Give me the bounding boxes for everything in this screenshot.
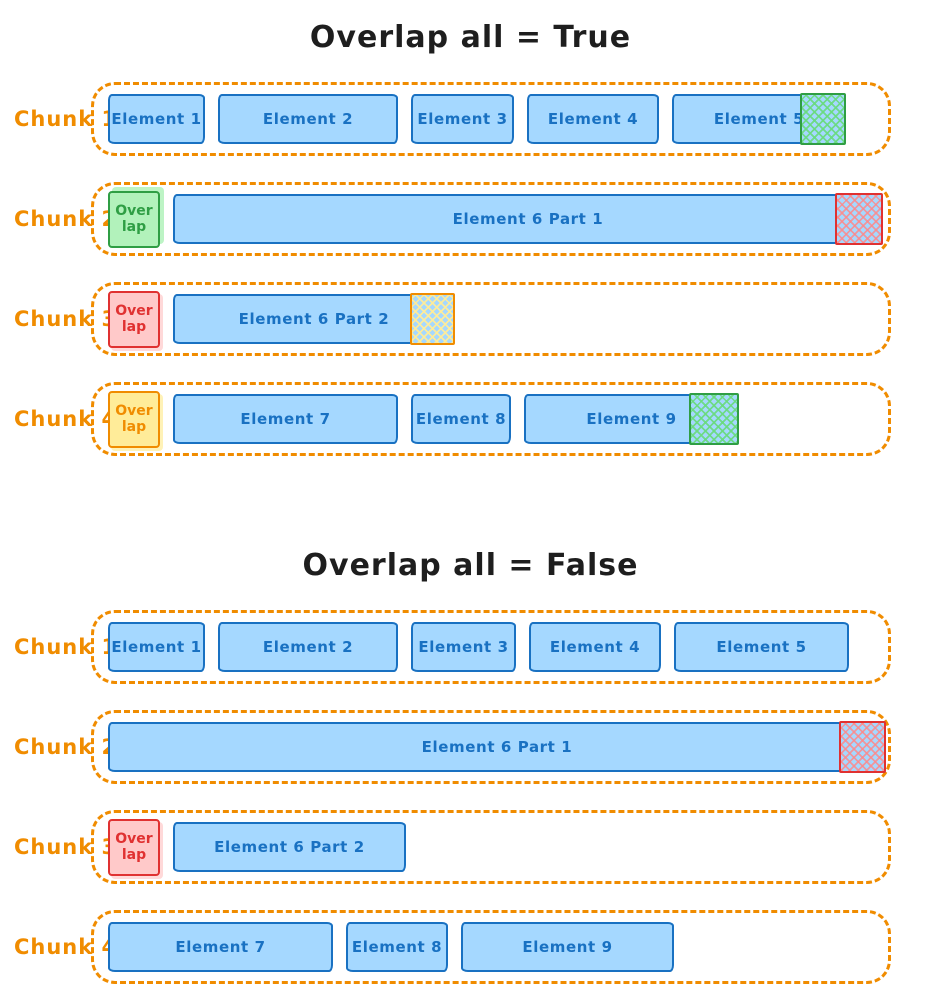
- element-label: Element 3: [417, 110, 508, 128]
- overlap-hatch-green-icon: [689, 393, 739, 445]
- chunk-container: Over lap Element 6 Part 2: [91, 810, 891, 884]
- element-box: Element 8: [346, 922, 448, 972]
- element-box: Element 6 Part 2: [173, 822, 406, 872]
- element-box: Element 9: [524, 393, 739, 445]
- chunk-label: Chunk 3: [14, 307, 118, 331]
- element-box: Element 1: [108, 622, 205, 672]
- chunk-row: Chunk 4 Element 7 Element 8 Element 9: [0, 910, 941, 984]
- element-box: Element 7: [173, 394, 398, 444]
- chunk-label: Chunk 1: [14, 107, 118, 131]
- element-label: Element 6 Part 2: [238, 310, 390, 328]
- element-label: Element 7: [240, 410, 331, 428]
- chunk-container: Over lap Element 6 Part 1: [91, 182, 891, 256]
- element-label: Element 8: [415, 410, 507, 428]
- element-label: Element 7: [175, 938, 266, 956]
- chunk-label: Chunk 2: [14, 207, 118, 231]
- chunk-container: Element 1 Element 2 Element 3 Element 4 Elem…: [91, 82, 891, 156]
- section-title: Overlap all = False: [302, 548, 639, 583]
- chunk-container: Over lap Element 7 Element 8 Element 9: [91, 382, 891, 456]
- element-label: Element 6 Part 1: [421, 738, 573, 756]
- element-box: Element 9: [461, 922, 674, 972]
- element-box: Element 8: [411, 394, 511, 444]
- element-box: Element 1: [108, 94, 205, 144]
- element-box: Element 6 Part 2: [173, 293, 455, 345]
- element-label: Element 4: [547, 110, 639, 128]
- chunk-container: Over lap Element 6 Part 2: [91, 282, 891, 356]
- chunk-label: Chunk 2: [14, 735, 118, 759]
- element-box: Element 6 Part 1: [173, 193, 883, 245]
- chunk-label: Chunk 3: [14, 835, 118, 859]
- overlap-box-red: Over lap: [108, 290, 160, 348]
- chunk-container: Element 6 Part 1: [91, 710, 891, 784]
- element-label: Element 4: [549, 638, 641, 656]
- element-box: Element 7: [108, 922, 333, 972]
- element-label: Element 1: [111, 638, 202, 656]
- chunk-label: Chunk 4: [14, 407, 118, 431]
- element-box: Element 2: [218, 622, 398, 672]
- overlap-box-red: Over lap: [108, 818, 160, 876]
- element-box: Element 4: [527, 94, 659, 144]
- chunk-container: Element 1 Element 2 Element 3 Element 4 Elem…: [91, 610, 891, 684]
- element-box: Element 4: [529, 622, 661, 672]
- element-label: Element 6 Part 2: [214, 838, 365, 856]
- element-box: Element 3: [411, 94, 514, 144]
- overlap-hatch-red-icon: [839, 721, 886, 773]
- element-label: Element 8: [351, 938, 443, 956]
- overlap-hatch-red-icon: [835, 193, 883, 245]
- chunk-label: Chunk 1: [14, 635, 118, 659]
- element-label: Element 9: [586, 410, 677, 428]
- overlap-box-yellow: Over lap: [108, 390, 160, 448]
- element-box: Element 6 Part 1: [108, 721, 886, 773]
- element-label: Element 6 Part 1: [452, 210, 604, 228]
- overlap-hatch-orange-icon: [410, 293, 455, 345]
- element-label: Element 5: [713, 110, 805, 128]
- chunk-label: Chunk 4: [14, 935, 118, 959]
- element-label: Element 1: [111, 110, 202, 128]
- element-box: Element 2: [218, 94, 398, 144]
- overlap-hatch-green-icon: [800, 93, 846, 145]
- element-box: Element 5: [672, 93, 846, 145]
- overlap-box-green: Over lap: [108, 190, 160, 248]
- element-label: Element 2: [262, 110, 354, 128]
- element-label: Element 9: [522, 938, 613, 956]
- chunk-row: Chunk 2 Element 6 Part 1: [0, 710, 941, 784]
- section-title: Overlap all = True: [309, 20, 632, 55]
- element-label: Element 3: [418, 638, 509, 656]
- chunk-container: Element 7 Element 8 Element 9: [91, 910, 891, 984]
- element-label: Element 2: [262, 638, 354, 656]
- element-label: Element 5: [716, 638, 807, 656]
- element-box: Element 5: [674, 622, 849, 672]
- element-box: Element 3: [411, 622, 516, 672]
